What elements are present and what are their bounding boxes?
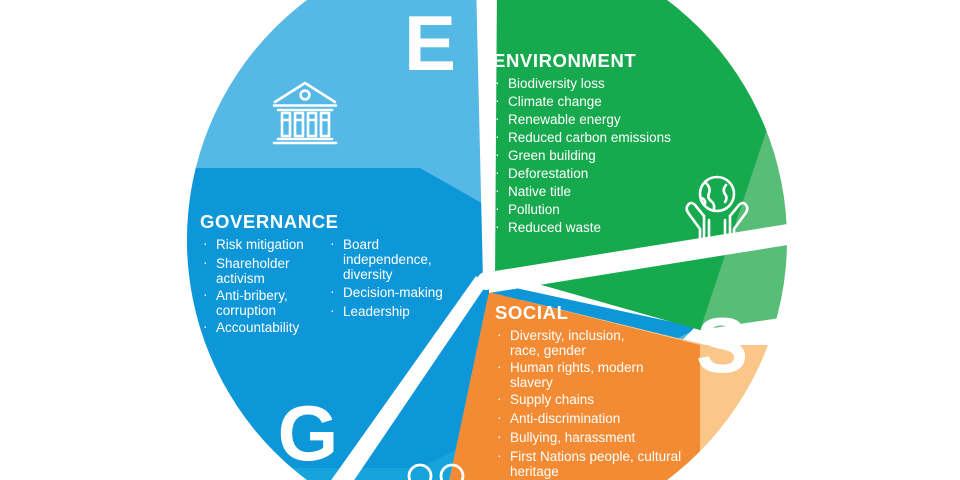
bullet-glyph: · (330, 235, 335, 251)
separator-environment-social (489, 222, 800, 293)
bullet-glyph: · (495, 128, 500, 144)
bullet-glyph: · (495, 200, 500, 216)
people-group-icon (407, 463, 465, 480)
bullet-glyph: · (497, 428, 502, 444)
governance-title: GOVERNANCE (200, 211, 339, 232)
bullet-glyph: · (495, 74, 500, 90)
social-text-block: SOCIAL · Diversity, inclusion, race, gen… (495, 302, 681, 479)
governance-item: Leadership (343, 304, 410, 319)
bullet-glyph: · (497, 409, 502, 425)
environment-item: Biodiversity loss (508, 76, 605, 91)
social-item-cont: heritage (510, 464, 559, 479)
watermark-letter-s: S (696, 301, 748, 389)
bullet-glyph: · (495, 164, 500, 180)
governance-item: Anti-bribery, (216, 288, 288, 303)
governance-item: Decision-making (343, 285, 443, 300)
governance-item-cont: activism (216, 271, 265, 286)
environment-item: Renewable energy (508, 112, 621, 127)
social-item-cont: slavery (510, 375, 553, 390)
governance-text-block: GOVERNANCE · Risk mitigation · Sharehold… (200, 211, 443, 335)
bullet-glyph: · (203, 318, 208, 334)
social-item: Supply chains (510, 392, 594, 407)
governance-item-cont: independence, (343, 252, 432, 267)
environment-item: Climate change (508, 94, 602, 109)
environment-title: ENVIRONMENT (493, 50, 636, 71)
environment-item: Pollution (508, 202, 560, 217)
governance-item: Shareholder (216, 256, 290, 271)
hands-holding-earth-icon (685, 175, 749, 250)
bank-building-icon (272, 81, 338, 145)
bullet-glyph: · (497, 326, 502, 342)
bullet-glyph: · (203, 286, 208, 302)
bullet-glyph: · (495, 110, 500, 126)
governance-item: Board (343, 237, 379, 252)
watermark-letter-g: G (278, 389, 339, 477)
bullet-glyph: · (203, 254, 208, 270)
social-title: SOCIAL (495, 302, 569, 323)
environment-item: Native title (508, 184, 571, 199)
environment-text-block: ENVIRONMENT · Biodiversity loss · Climat… (493, 50, 671, 235)
watermark-letter-e: E (404, 0, 456, 87)
bullet-glyph: · (495, 218, 500, 234)
governance-item: Accountability (216, 320, 300, 335)
governance-item-cont: diversity (343, 267, 393, 282)
governance-item: Risk mitigation (216, 237, 304, 252)
social-item: Bullying, harassment (510, 430, 636, 445)
segment-separators (331, 0, 800, 480)
separator-governance-social (331, 276, 487, 480)
bullet-glyph: · (203, 235, 208, 251)
separator-governance-environment (476, 0, 497, 281)
environment-item: Reduced waste (508, 220, 601, 235)
social-item-cont: race, gender (510, 343, 586, 358)
environment-item: Green building (508, 148, 596, 163)
social-item: Human rights, modern (510, 360, 644, 375)
bullet-glyph: · (495, 92, 500, 108)
bullet-glyph: · (497, 447, 502, 463)
environment-item: Reduced carbon emissions (508, 130, 671, 145)
bullet-glyph: · (497, 390, 502, 406)
environment-item: Deforestation (508, 166, 588, 181)
social-item: Anti-discrimination (510, 411, 620, 426)
social-item: Diversity, inclusion, (510, 328, 625, 343)
bullet-glyph: · (330, 283, 335, 299)
bullet-glyph: · (495, 182, 500, 198)
social-inner-panel (420, 292, 700, 480)
bullet-glyph: · (497, 358, 502, 374)
bullet-glyph: · (495, 146, 500, 162)
social-item: First Nations people, cultural (510, 449, 681, 464)
governance-item-cont: corruption (216, 303, 276, 318)
center-hub (477, 272, 495, 290)
bullet-glyph: · (330, 302, 335, 318)
